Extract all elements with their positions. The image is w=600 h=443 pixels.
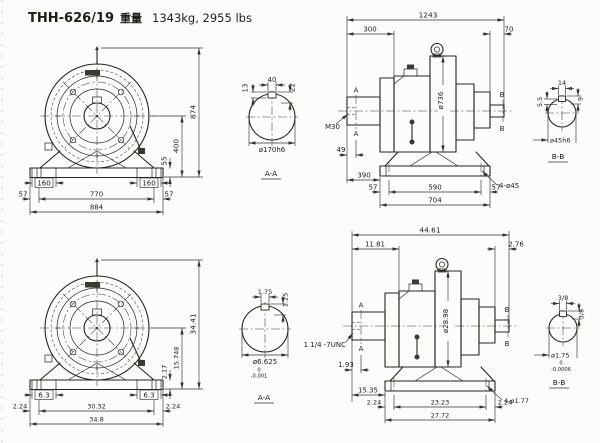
side-view-imperial-dims: 44.61 11.81 2.76 ø28.98 1 1/4 -7UNC A A … <box>304 226 529 423</box>
dim-output-shaft-length: 2.76 <box>508 241 524 249</box>
dim-foot-right: 6.3 <box>143 392 154 400</box>
dim-key-depth: 13 <box>242 84 250 93</box>
dim-center-height: 15.748 <box>173 347 181 370</box>
dim-edge-right: 57 <box>165 191 174 199</box>
dim-base-edge-right: 2.24 <box>498 399 512 407</box>
dim-total-height: 34.41 <box>189 313 198 334</box>
dim-shaft-tol-lower: -0.001 <box>251 374 268 380</box>
dim-overall-width: 884 <box>90 204 104 212</box>
weight-label: 重量 <box>120 11 142 25</box>
weight-value: 1343kg, 2955 lbs <box>152 11 252 25</box>
dim-input-shaft-length: 300 <box>363 26 376 34</box>
dim-base-bolt-span: 23.23 <box>431 399 450 407</box>
section-marker-b-bottom: B <box>500 125 505 133</box>
dim-foot-left: 6.3 <box>38 392 49 400</box>
tapped-hole-label: M30 <box>325 123 340 131</box>
dim-key-height: 9 <box>577 97 585 101</box>
section-aa-metric-dims: 40 13 22 ø170h6 A-A <box>242 76 297 180</box>
dim-key-height: 1.25 <box>282 293 290 307</box>
section-bb-imperial-dims: 3/8 3/8 ø1.75 0 -0.0006 B-B <box>534 294 586 389</box>
foundation-holes-label: 4-ø1.77 <box>504 397 529 405</box>
dim-shaft-dia: ø170h6 <box>259 146 286 154</box>
dim-base-length: 27.72 <box>431 412 450 420</box>
dim-housing-dia: ø736 <box>437 91 445 109</box>
dim-key-width: 40 <box>268 76 277 84</box>
dim-bolt-span: 30.32 <box>87 403 106 411</box>
dim-foot-right: 160 <box>142 180 155 188</box>
tapped-hole-label: 1 1/4 -7UNC <box>304 341 347 349</box>
dim-key-height: 3/8 <box>578 309 586 319</box>
dim-shaft-step: 49 <box>337 146 346 154</box>
front-view-imperial-dims: 34.41 15.748 2.17 6.3 6.3 2.24 30.32 2.2… <box>13 259 203 427</box>
dim-key-depth: 5.5 <box>536 97 544 107</box>
dim-shaft-tol-lower: -0.0006 <box>551 367 571 373</box>
section-marker-a-bottom: A <box>359 345 364 353</box>
dim-base-height: 55 <box>161 157 169 166</box>
dim-base-edge-left: 2.24 <box>367 399 381 407</box>
section-marker-a-top: A <box>354 87 359 95</box>
dim-shaft-dia: ø1.75 <box>551 352 569 360</box>
dim-base-length: 704 <box>428 197 442 205</box>
dim-total-height: 874 <box>189 105 198 119</box>
dim-base-edge-right: 57 <box>492 184 501 192</box>
dim-overall-length: 1243 <box>419 11 438 20</box>
section-bb-label: B-B <box>553 378 566 387</box>
side-view-metric-dims: 1243 300 70 ø736 M30 A A B B 49 390 57 5… <box>325 11 519 208</box>
dim-housing-dia: ø28.98 <box>442 309 450 333</box>
dim-shaft-step: 1.93 <box>338 361 354 369</box>
section-aa-imperial-dims: 1.75 1.25 ø6.625 0 -0.001 A-A <box>241 288 290 404</box>
dim-shaft-dia: ø45h6 <box>550 137 571 145</box>
section-aa-label: A-A <box>265 169 277 178</box>
dim-key-width: 1.75 <box>258 288 272 296</box>
section-marker-b-top: B <box>500 91 505 99</box>
dim-base-height: 2.17 <box>161 365 169 379</box>
dim-to-base: 390 <box>357 172 370 180</box>
section-marker-a-bottom: A <box>354 130 359 138</box>
section-bb-label: B-B <box>552 152 565 161</box>
dim-overall-width: 34.8 <box>89 416 103 424</box>
section-marker-b-bottom: B <box>505 340 510 348</box>
dim-key-width: 3/8 <box>558 294 568 302</box>
model-number: THH-626/19 <box>28 11 114 26</box>
dim-output-shaft-length: 70 <box>505 26 514 34</box>
foundation-holes-label: 4-ø45 <box>499 182 519 190</box>
section-marker-a-top: A <box>359 302 364 310</box>
dim-shaft-tol-upper: 0 <box>559 361 562 367</box>
dim-input-shaft-length: 11.81 <box>365 241 385 249</box>
front-view-metric-dims: 874 400 55 160 160 57 770 57 884 <box>19 47 203 215</box>
dim-bolt-span: 770 <box>90 191 103 199</box>
dim-key-height: 22 <box>289 83 297 92</box>
dim-to-base: 15.35 <box>358 387 378 395</box>
dim-foot-left: 160 <box>37 180 50 188</box>
section-aa-label: A-A <box>258 393 270 402</box>
dim-center-height: 400 <box>172 139 181 153</box>
dim-base-edge-left: 57 <box>369 184 378 192</box>
section-marker-b-top: B <box>505 306 510 314</box>
dim-overall-length: 44.61 <box>419 226 440 235</box>
dim-shaft-dia: ø6.625 <box>253 358 277 366</box>
dim-edge-right: 2.24 <box>166 403 180 411</box>
section-bb-metric-dims: 14 9 5.5 ø45h6 B-B <box>533 79 585 163</box>
dim-shaft-tol-upper: 0 <box>257 368 260 374</box>
dim-edge-left: 2.24 <box>13 403 27 411</box>
dim-base-bolt-span: 590 <box>428 184 441 192</box>
dim-edge-left: 57 <box>19 191 28 199</box>
title-block: THH-626/19 重量 1343kg, 2955 lbs <box>28 11 252 26</box>
dim-key-width: 14 <box>558 79 566 87</box>
